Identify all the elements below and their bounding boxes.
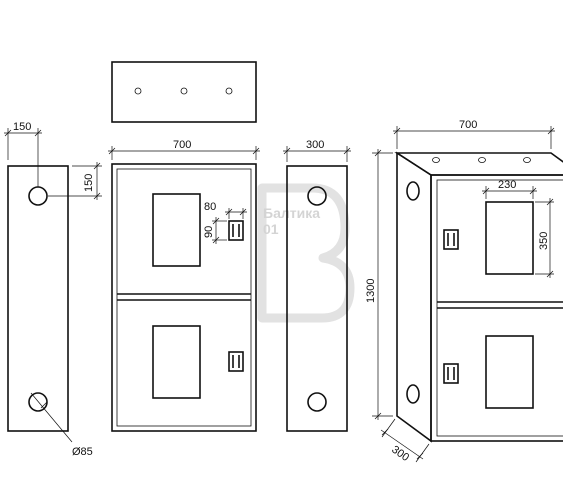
dim-label-iso-window-width: 230 (498, 179, 516, 191)
front-view-lock-top (228, 220, 244, 241)
watermark-text-line2: 01 (263, 221, 279, 237)
dim-line (381, 418, 396, 438)
iso-front-face (430, 174, 563, 442)
front-view-lock-bottom (228, 351, 244, 372)
iso-side-face (396, 151, 432, 443)
watermark-shape (257, 183, 355, 323)
dim-side-hole-offset: 150 (48, 162, 102, 200)
dim-tick (108, 147, 116, 155)
dim-tick (225, 208, 233, 216)
dim-lock-height: 90 (203, 217, 227, 244)
top-view (111, 61, 257, 123)
front-view-inner (116, 168, 252, 427)
dim-tick (212, 236, 220, 244)
dim-iso-depth: 300 (380, 418, 430, 464)
watermark-logo: Балтика 01 (257, 183, 355, 323)
lock-outline (443, 229, 459, 250)
dim-label-iso-depth: 300 (389, 444, 411, 464)
dim-front-width: 700 (108, 139, 260, 160)
iso-window-bottom (485, 335, 534, 409)
front-view-window-bottom (152, 325, 201, 399)
iso-window-top (485, 201, 534, 275)
dim-label-iso-width: 700 (459, 119, 477, 131)
front-view (111, 163, 257, 432)
iso-lock-top (443, 229, 459, 250)
dim-tick (381, 428, 389, 436)
dim-tick (547, 127, 555, 135)
dim-tick (482, 187, 490, 195)
dim-tick (393, 127, 401, 135)
iso-lock-bottom (443, 363, 459, 384)
dim-iso-width: 700 (393, 119, 555, 149)
dim-tick (212, 217, 220, 225)
dim-line (415, 443, 430, 463)
dim-tick (239, 208, 247, 216)
iso-side-hole-top (406, 181, 420, 201)
lock-outline (443, 363, 459, 384)
depth-view (286, 165, 348, 432)
side-view (7, 165, 69, 432)
dim-tick (252, 147, 260, 155)
dim-iso-height: 1300 (365, 149, 393, 420)
top-view-hole-right (225, 87, 233, 95)
dim-tick (34, 129, 42, 137)
dim-tick (93, 162, 101, 170)
depth-view-hole-bottom (307, 392, 327, 412)
dim-tick (374, 149, 382, 157)
dim-tick (374, 412, 382, 420)
dim-label-side-top-offset: 150 (13, 121, 31, 133)
dim-label-lock-width: 80 (204, 201, 216, 213)
iso-side-hole-bottom (406, 384, 420, 404)
dim-tick (343, 147, 351, 155)
dim-label-lock-height: 90 (203, 226, 215, 238)
leader-line (30, 392, 73, 443)
dim-depth-width: 300 (283, 139, 351, 162)
dim-hole-diameter: Ø85 (30, 392, 93, 458)
dim-line (380, 429, 424, 460)
leader-tick (40, 401, 48, 409)
dim-iso-window-width: 230 (482, 179, 537, 199)
side-view-hole-bottom (28, 392, 48, 412)
iso-top-hole-3 (523, 157, 531, 163)
dim-side-top-offset: 150 (4, 121, 42, 187)
dim-label-iso-window-height: 350 (538, 232, 550, 250)
dim-label-iso-height: 1300 (365, 279, 377, 303)
depth-view-outline (286, 165, 348, 432)
dim-iso-window-height: 350 (535, 198, 554, 278)
dim-tick (416, 452, 424, 460)
dim-tick (283, 147, 291, 155)
dim-tick (546, 270, 554, 278)
dim-tick (4, 129, 12, 137)
dim-label-side-hole-offset: 150 (83, 174, 95, 192)
iso-top-hole-2 (478, 157, 486, 163)
side-view-hole-top (28, 186, 48, 206)
watermark-text-line1: Балтика (263, 205, 320, 221)
dim-lock-width: 80 (204, 201, 247, 219)
dim-label-front-width: 700 (173, 139, 191, 151)
front-view-window-top (152, 193, 201, 267)
dim-tick (546, 198, 554, 206)
iso-top-hole-1 (432, 157, 440, 163)
front-view-outline (111, 163, 257, 432)
top-view-outline (111, 61, 257, 123)
top-view-hole-center (180, 87, 188, 95)
dim-tick (93, 192, 101, 200)
lock-outline (228, 220, 244, 241)
dim-tick (529, 187, 537, 195)
dim-label-hole-diameter: Ø85 (72, 446, 93, 458)
lock-outline (228, 351, 244, 372)
iso-top-face (394, 152, 563, 176)
depth-view-hole-top (307, 186, 327, 206)
dim-label-depth-width: 300 (306, 139, 324, 151)
top-view-hole-left (134, 87, 142, 95)
isometric-view (394, 151, 563, 443)
